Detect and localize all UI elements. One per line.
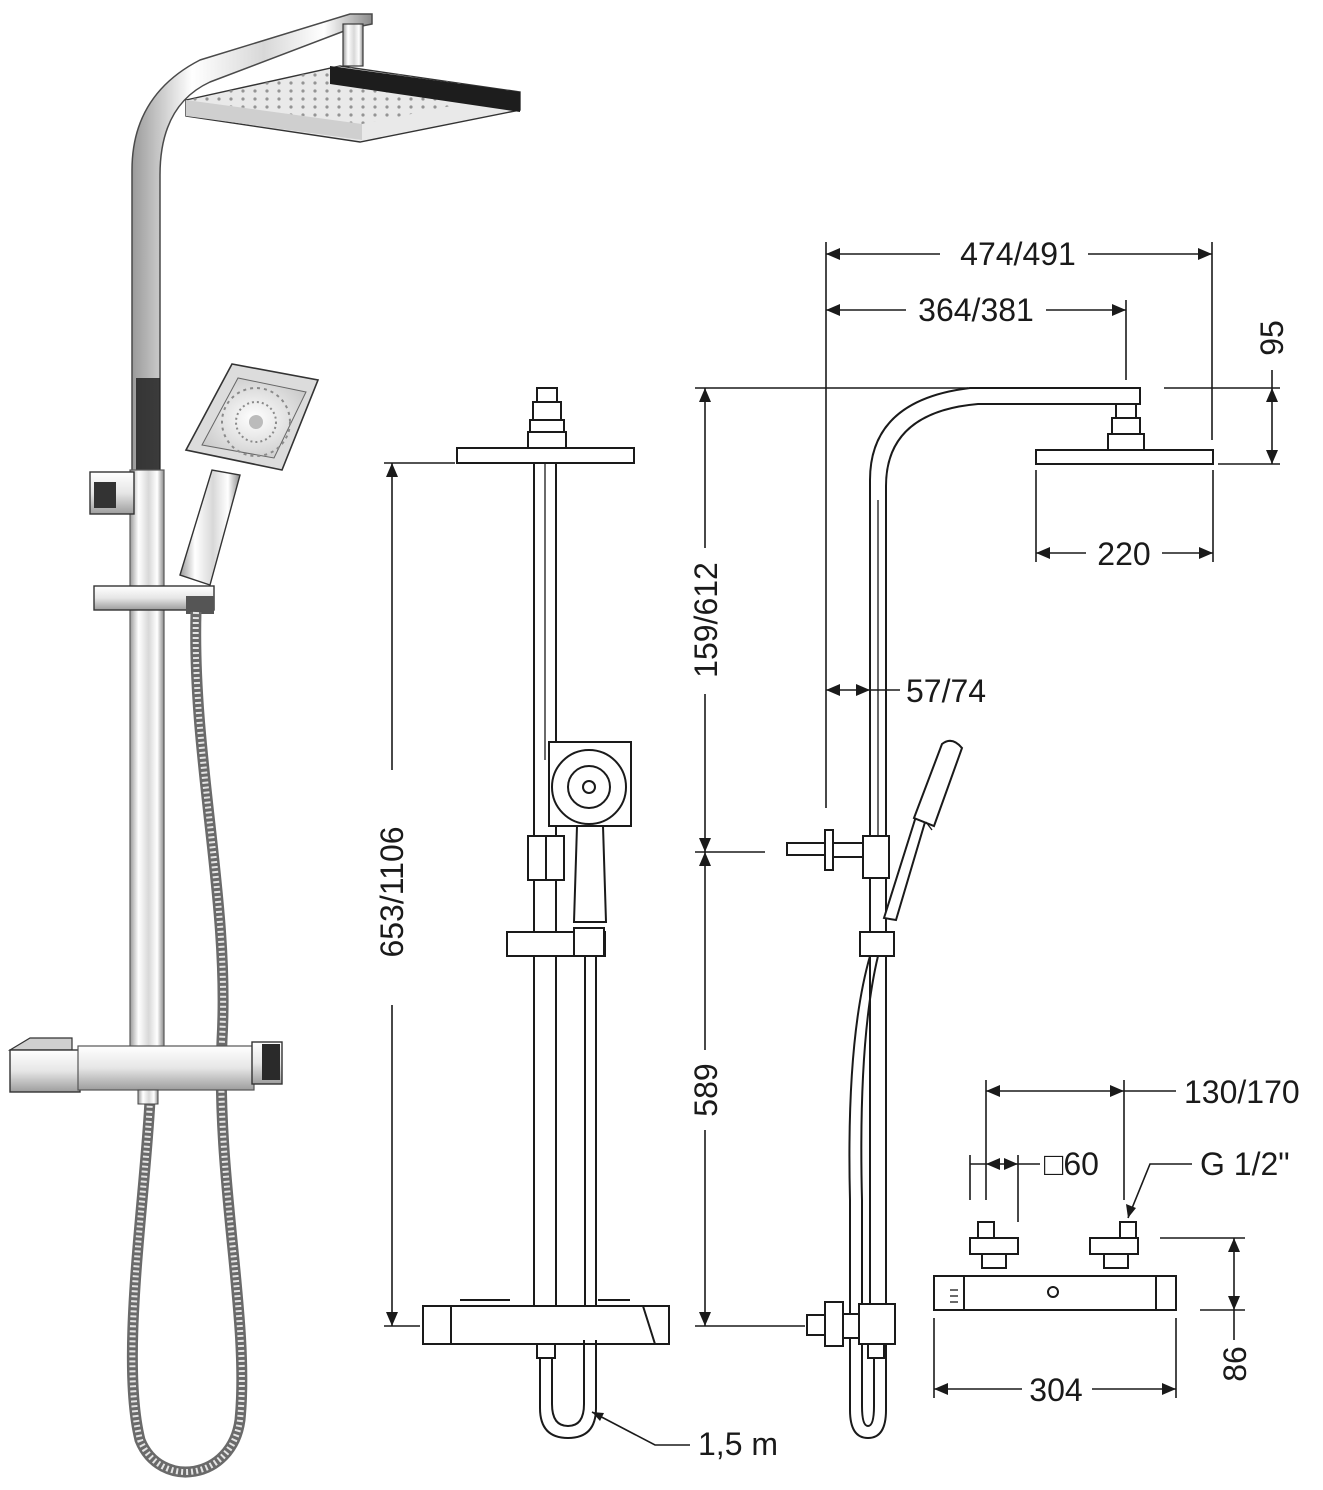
mixer-width-label: 304	[1029, 1372, 1082, 1408]
side-hose	[848, 955, 887, 1440]
inlet-centres-label: 130/170	[1184, 1074, 1300, 1110]
arm-reach-label: 364/381	[918, 292, 1034, 328]
mixer-detail-drawing: 130/170 □60 G 1/2" 86 304	[933, 1074, 1300, 1408]
front-hose-loop	[539, 1340, 597, 1440]
side-slider	[859, 931, 895, 957]
thread-label: G 1/2"	[1200, 1146, 1290, 1182]
side-overhead-arm	[869, 387, 1141, 1310]
side-view-drawing: 474/491 364/381 95 220 57/74	[688, 236, 1290, 1440]
front-rain-head	[456, 447, 635, 464]
mixer-depth-label: 86	[1217, 1346, 1253, 1382]
side-rain-head	[1035, 449, 1214, 465]
overall-height-label: 653/1106	[374, 826, 410, 957]
head-width-label: 220	[1097, 536, 1150, 572]
hose-leader	[591, 1411, 690, 1446]
hose-length-label: 1,5 m	[698, 1426, 778, 1462]
bar-height-label: 589	[688, 1063, 724, 1116]
wall-offset-label: 57/74	[906, 673, 986, 709]
product-photo	[7, 13, 521, 1478]
photo-mixer	[7, 1037, 283, 1105]
front-view-drawing: 1,5 m 653/1106	[374, 387, 778, 1462]
side-hand-shower	[882, 808, 930, 922]
photo-rain-head	[185, 65, 521, 143]
photo-riser	[129, 469, 165, 1051]
photo-head-connector	[342, 23, 364, 67]
front-mixer	[422, 1305, 670, 1345]
mixer-body	[933, 1275, 1177, 1311]
front-hand-shower	[548, 741, 632, 827]
photo-hand-shower	[179, 363, 320, 586]
side-mixer	[858, 1303, 896, 1345]
eccentric-size-label: □60	[1044, 1146, 1099, 1182]
upper-height-label: 159/612	[688, 562, 724, 678]
head-depth-label: 95	[1254, 320, 1290, 356]
total-width-label: 474/491	[960, 236, 1076, 272]
